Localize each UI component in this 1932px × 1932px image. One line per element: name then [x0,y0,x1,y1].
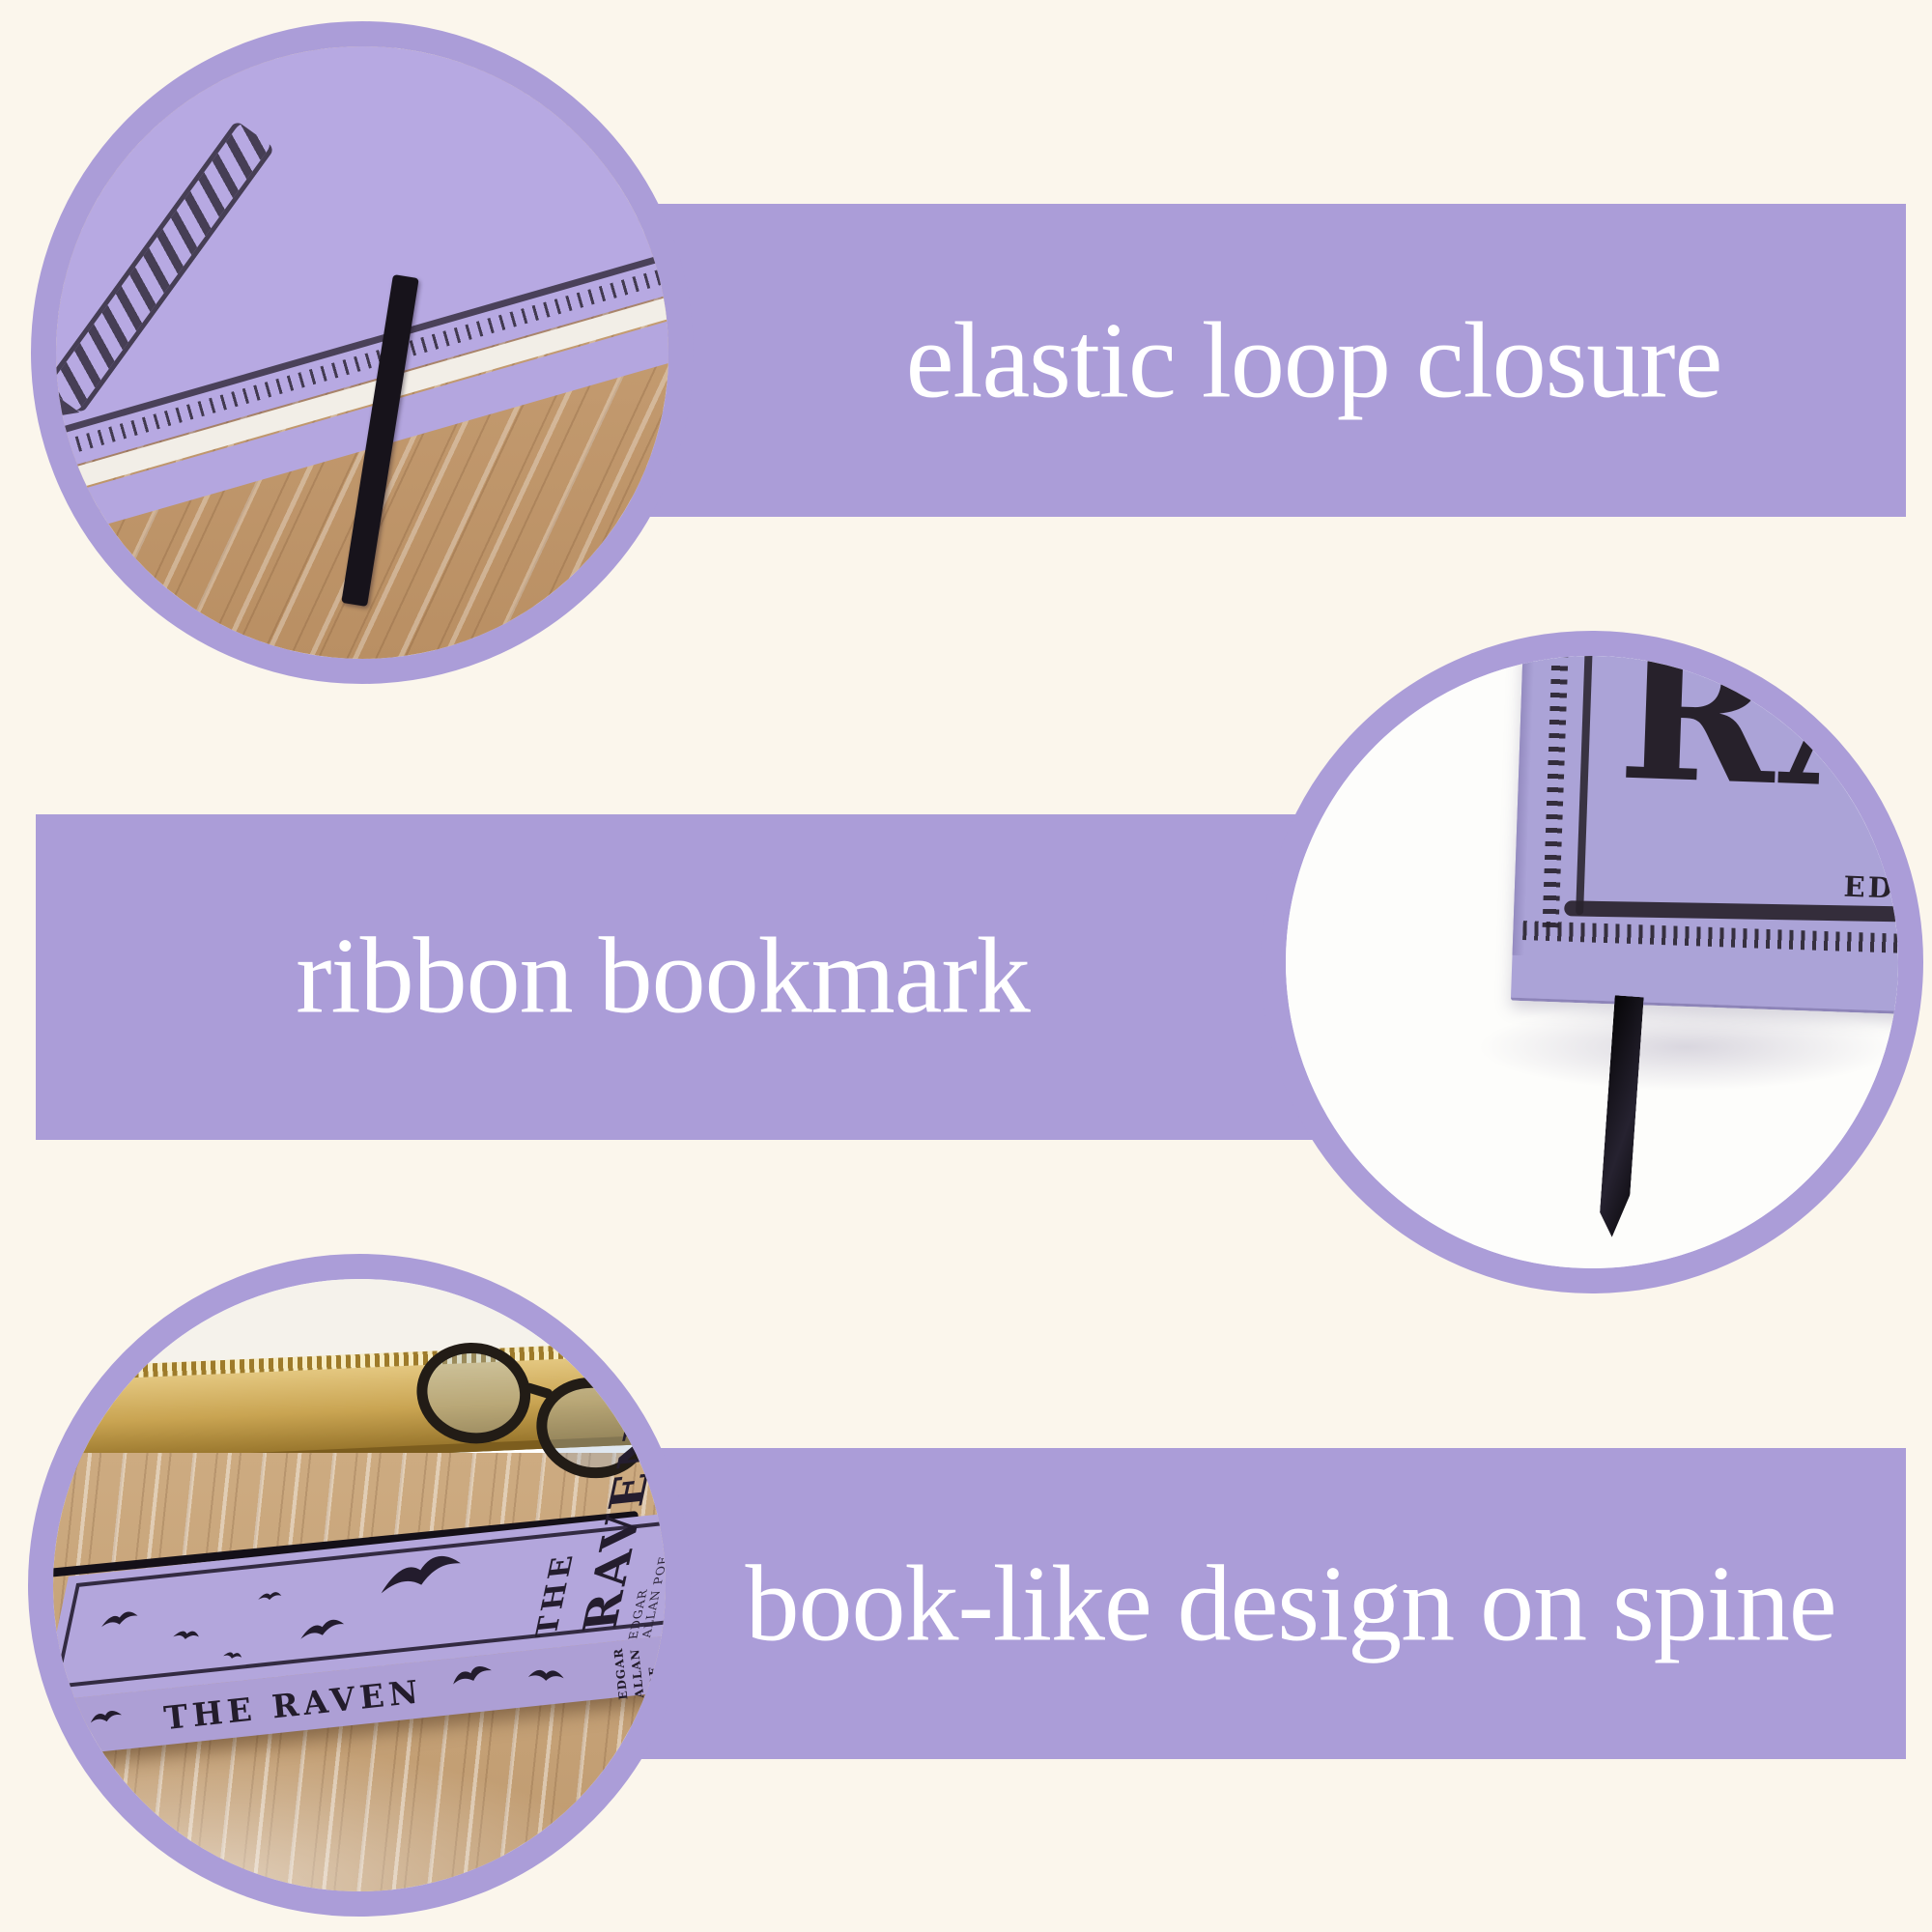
spine-author-word: EDGAR [611,1647,631,1701]
raven-icon [453,1666,492,1685]
photo-circle-spine-design: THE RAVEN EDGAR ALLAN POE THE RAVEN EDGA… [28,1254,691,1917]
raven-icon [381,1555,461,1594]
notebook-flat: THE RAVEN EDGAR ALLAN POE THE RAVEN EDGA… [53,1418,666,1784]
bedpost-illustration [56,120,275,414]
raven-icon [223,1652,242,1659]
photo-elastic-loop-closure: “. . . And the lahim streaminghis shadow… [56,46,668,659]
raven-icon [173,1631,199,1639]
notebook-front-cover: THE RAVEN EDGAR ALLAN POE [53,1418,666,1702]
raven-icon [300,1619,345,1639]
raven-icon [101,1611,138,1628]
feature-label-elastic-loop: elastic loop closure [905,300,1723,421]
raven-icon [258,1592,282,1601]
spine-author-word: ALLAN [628,1647,647,1699]
sketch-border-line-left [1576,656,1595,916]
sketch-border-line-bottom [1564,900,1898,923]
feature-label-spine-design: book-like design on spine [745,1544,1836,1664]
photo-circle-ribbon-bookmark: RA EDGAR [1261,631,1923,1293]
raven-icon [527,1669,564,1681]
cover-author-fragment: EDGAR [1843,869,1898,908]
feature-label-ribbon-bookmark: ribbon bookmark [296,916,1031,1037]
raven-icon [90,1711,123,1723]
sketch-border-ticks-bottom [1522,921,1898,956]
photo-circle-elastic-loop: “. . . And the lahim streaminghis shadow… [31,21,694,684]
photo-spine-design: THE RAVEN EDGAR ALLAN POE THE RAVEN EDGA… [53,1279,666,1891]
photo-ribbon-bookmark: RA EDGAR [1286,656,1898,1268]
notebook-front-cover: RA EDGAR [1510,656,1898,1017]
glasses-lens-icon [409,1334,538,1452]
sketch-border-ticks-left [1542,656,1571,928]
cover-title-fragment: RA [1615,656,1898,833]
spine-author-word: POE [646,1664,664,1697]
banner-ribbon-bookmark [36,814,1449,1140]
